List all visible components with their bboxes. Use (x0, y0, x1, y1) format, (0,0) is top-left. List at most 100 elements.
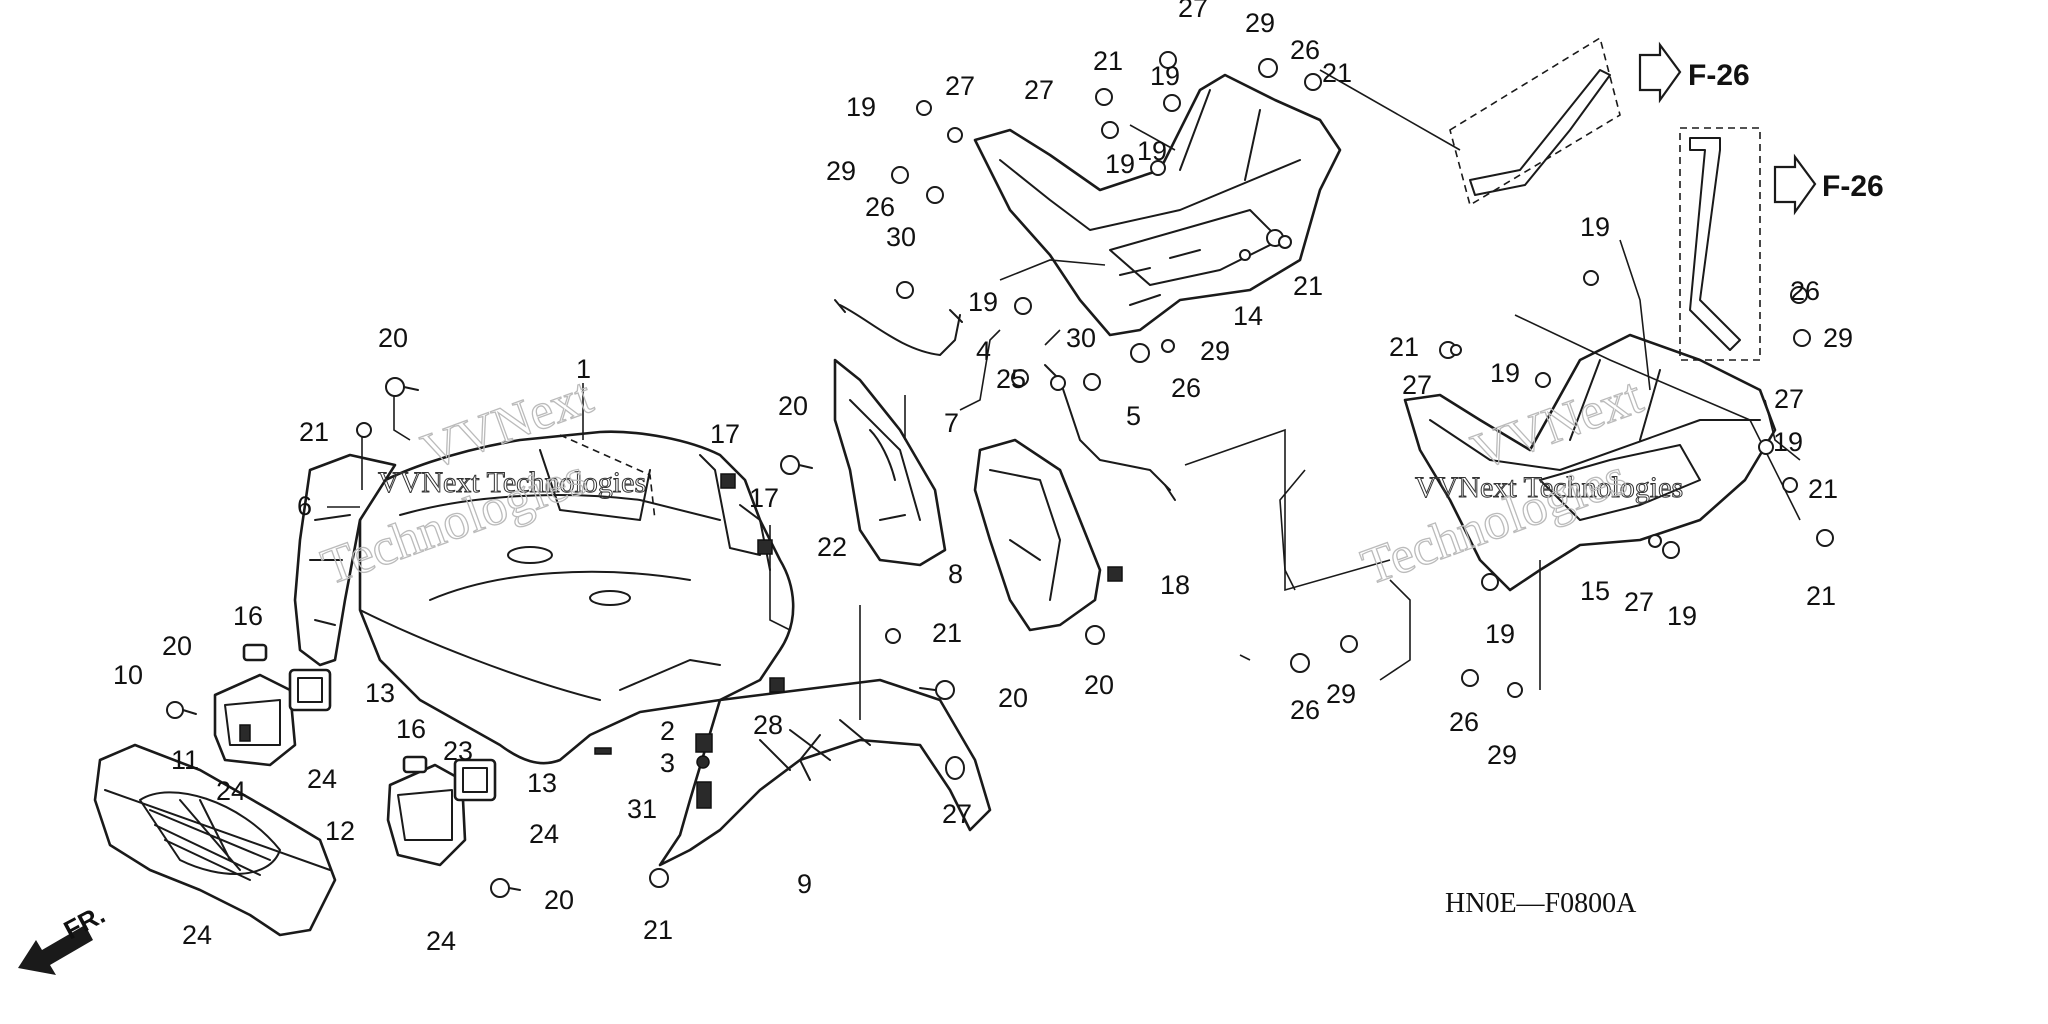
callout-18[interactable]: 18 (1160, 570, 1190, 600)
inner-panels (833, 358, 1102, 632)
callout-30b[interactable]: 30 (1066, 323, 1096, 353)
callout-10[interactable]: 10 (113, 660, 143, 690)
callout-26d[interactable]: 26 (1790, 276, 1820, 306)
callout-27f[interactable]: 27 (1624, 587, 1654, 617)
callout-2[interactable]: 2 (660, 716, 675, 746)
callout-24d[interactable]: 24 (426, 926, 456, 956)
callout-29d[interactable]: 29 (1823, 323, 1853, 353)
callout-3[interactable]: 3 (660, 748, 675, 778)
callout-27d[interactable]: 27 (1402, 370, 1432, 400)
callout-19d[interactable]: 19 (1137, 136, 1167, 166)
page-ref-2[interactable]: F-26 (1822, 170, 1884, 203)
callout-31[interactable]: 31 (627, 794, 657, 824)
callout-20b[interactable]: 20 (778, 391, 808, 421)
callout-21d[interactable]: 21 (1293, 271, 1323, 301)
callout-19e[interactable]: 19 (968, 287, 998, 317)
callout-21b[interactable]: 21 (1093, 46, 1123, 76)
callout-14[interactable]: 14 (1233, 301, 1263, 331)
callout-27c[interactable]: 27 (1178, 0, 1208, 23)
callout-25[interactable]: 25 (996, 364, 1026, 394)
callout-19h[interactable]: 19 (1773, 427, 1803, 457)
callout-24b[interactable]: 24 (307, 764, 337, 794)
callout-26f[interactable]: 26 (1449, 707, 1479, 737)
callout-24c[interactable]: 24 (529, 819, 559, 849)
watermark-left: VVNext Technologies (378, 466, 646, 499)
fasteners (166, 51, 1834, 898)
callout-17b[interactable]: 17 (749, 483, 779, 513)
front-arrow-icon (18, 925, 93, 975)
callout-19j[interactable]: 19 (1667, 601, 1697, 631)
callout-22[interactable]: 22 (817, 532, 847, 562)
page-ref-arrow-2 (1773, 153, 1817, 216)
page-reference-arrows: F-26 F-26 (1638, 41, 1884, 216)
callout-26a[interactable]: 26 (865, 192, 895, 222)
callout-5[interactable]: 5 (1126, 401, 1141, 431)
callout-16b[interactable]: 16 (396, 714, 426, 744)
callout-29a[interactable]: 29 (826, 156, 856, 186)
callout-28[interactable]: 28 (753, 710, 783, 740)
callout-27b[interactable]: 27 (1024, 75, 1054, 105)
diagram-code: HN0E—F0800A (1445, 888, 1637, 919)
callout-19b[interactable]: 19 (1150, 61, 1180, 91)
callout-29c[interactable]: 29 (1200, 336, 1230, 366)
reference-stays (1449, 36, 1761, 361)
callout-20f[interactable]: 20 (544, 885, 574, 915)
callout-21h[interactable]: 21 (1808, 474, 1838, 504)
callout-21a[interactable]: 21 (299, 417, 329, 447)
callout-9[interactable]: 9 (797, 869, 812, 899)
callout-20d[interactable]: 20 (998, 683, 1028, 713)
callouts: 1 2 3 4 5 6 7 8 9 10 11 12 13 13 14 15 1… (113, 0, 1853, 956)
right-tray (1403, 333, 1777, 592)
callout-6[interactable]: 6 (297, 491, 312, 521)
callout-19f[interactable]: 19 (1580, 212, 1610, 242)
callout-27e[interactable]: 27 (1774, 384, 1804, 414)
callout-16a[interactable]: 16 (233, 601, 263, 631)
callout-21e[interactable]: 21 (932, 618, 962, 648)
callout-23[interactable]: 23 (443, 736, 473, 766)
headlight-housings (213, 673, 467, 867)
right-mudguard (658, 678, 992, 867)
callout-29b[interactable]: 29 (1245, 8, 1275, 38)
callout-29e[interactable]: 29 (1326, 679, 1356, 709)
callout-26e[interactable]: 26 (1290, 695, 1320, 725)
callout-29f[interactable]: 29 (1487, 740, 1517, 770)
callout-13b[interactable]: 13 (527, 768, 557, 798)
part-drawings (93, 36, 1834, 937)
callout-20a[interactable]: 20 (378, 323, 408, 353)
callout-19g[interactable]: 19 (1490, 358, 1520, 388)
bulb-covers (242, 643, 497, 802)
page-ref-arrow-1 (1638, 41, 1682, 104)
callout-21g[interactable]: 21 (1389, 332, 1419, 362)
front-direction-indicator: FR. (18, 899, 110, 975)
callout-19c[interactable]: 19 (1105, 149, 1135, 179)
callout-26c[interactable]: 26 (1171, 373, 1201, 403)
callout-21i[interactable]: 21 (1806, 581, 1836, 611)
callout-26b[interactable]: 26 (1290, 35, 1320, 65)
callout-20c[interactable]: 20 (162, 631, 192, 661)
callout-30a[interactable]: 30 (886, 222, 916, 252)
callout-1[interactable]: 1 (576, 354, 591, 384)
callout-21c[interactable]: 21 (1322, 58, 1352, 88)
page-ref-1[interactable]: F-26 (1688, 59, 1750, 92)
callout-13a[interactable]: 13 (365, 678, 395, 708)
callout-15[interactable]: 15 (1580, 576, 1610, 606)
callout-8[interactable]: 8 (948, 559, 963, 589)
callout-27a[interactable]: 27 (945, 71, 975, 101)
callout-4[interactable]: 4 (976, 336, 991, 366)
callout-12[interactable]: 12 (325, 816, 355, 846)
front-grille (93, 743, 337, 937)
callout-21f[interactable]: 21 (643, 915, 673, 945)
callout-19a[interactable]: 19 (846, 92, 876, 122)
watermark-right: VVNext Technologies (1415, 471, 1683, 504)
callout-17a[interactable]: 17 (710, 419, 740, 449)
callout-19i[interactable]: 19 (1485, 619, 1515, 649)
callout-20e[interactable]: 20 (1084, 670, 1114, 700)
callout-27g[interactable]: 27 (942, 799, 972, 829)
left-mudguard (293, 453, 397, 667)
callout-24e[interactable]: 24 (182, 920, 212, 950)
leader-lines (327, 69, 1801, 720)
callout-11[interactable]: 11 (171, 745, 199, 775)
callout-7[interactable]: 7 (944, 408, 959, 438)
callout-24a[interactable]: 24 (216, 776, 246, 806)
